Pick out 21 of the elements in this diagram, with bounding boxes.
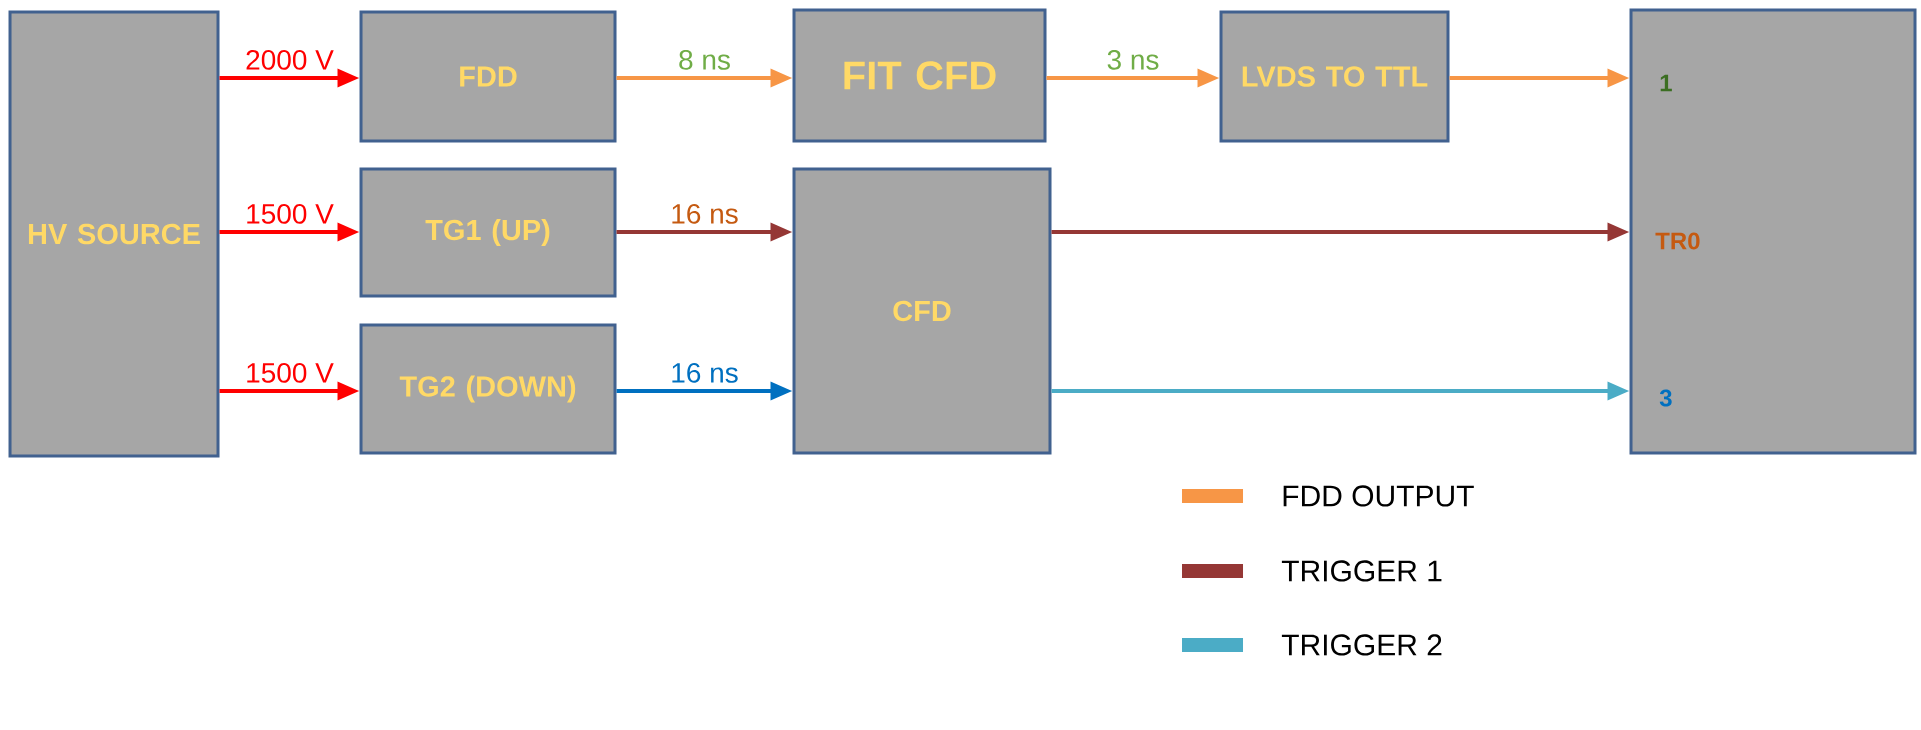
process-box: HV SOURCE xyxy=(8,10,220,458)
device-box xyxy=(1629,8,1917,455)
edge-label: 8 ns xyxy=(679,50,730,70)
process-box: LVDS TO TTL xyxy=(1219,10,1450,143)
process-box: TG1 (UP) xyxy=(359,167,617,298)
process-box: CFD xyxy=(792,167,1052,455)
port-label: TR0 xyxy=(1655,232,1700,250)
legend-label: TRIGGER 1 xyxy=(1281,560,1442,582)
legend-label: TRIGGER 2 xyxy=(1281,634,1442,656)
edge-label: 16 ns xyxy=(672,363,738,383)
port-label: 1 xyxy=(1660,74,1672,92)
process-box: TG2 (DOWN) xyxy=(359,323,617,455)
port-label: 3 xyxy=(1659,389,1672,407)
edge-label: 1500 V xyxy=(247,204,334,224)
edge-label: 2000 V xyxy=(246,50,334,70)
edge-label: 1500 V xyxy=(247,363,334,383)
edge-label: 16 ns xyxy=(672,204,738,224)
process-box: FIT CFD xyxy=(792,8,1047,143)
edge-label: 3 ns xyxy=(1107,50,1159,70)
process-box: FDD xyxy=(359,10,617,143)
legend-label: FDD OUTPUT xyxy=(1283,485,1474,507)
